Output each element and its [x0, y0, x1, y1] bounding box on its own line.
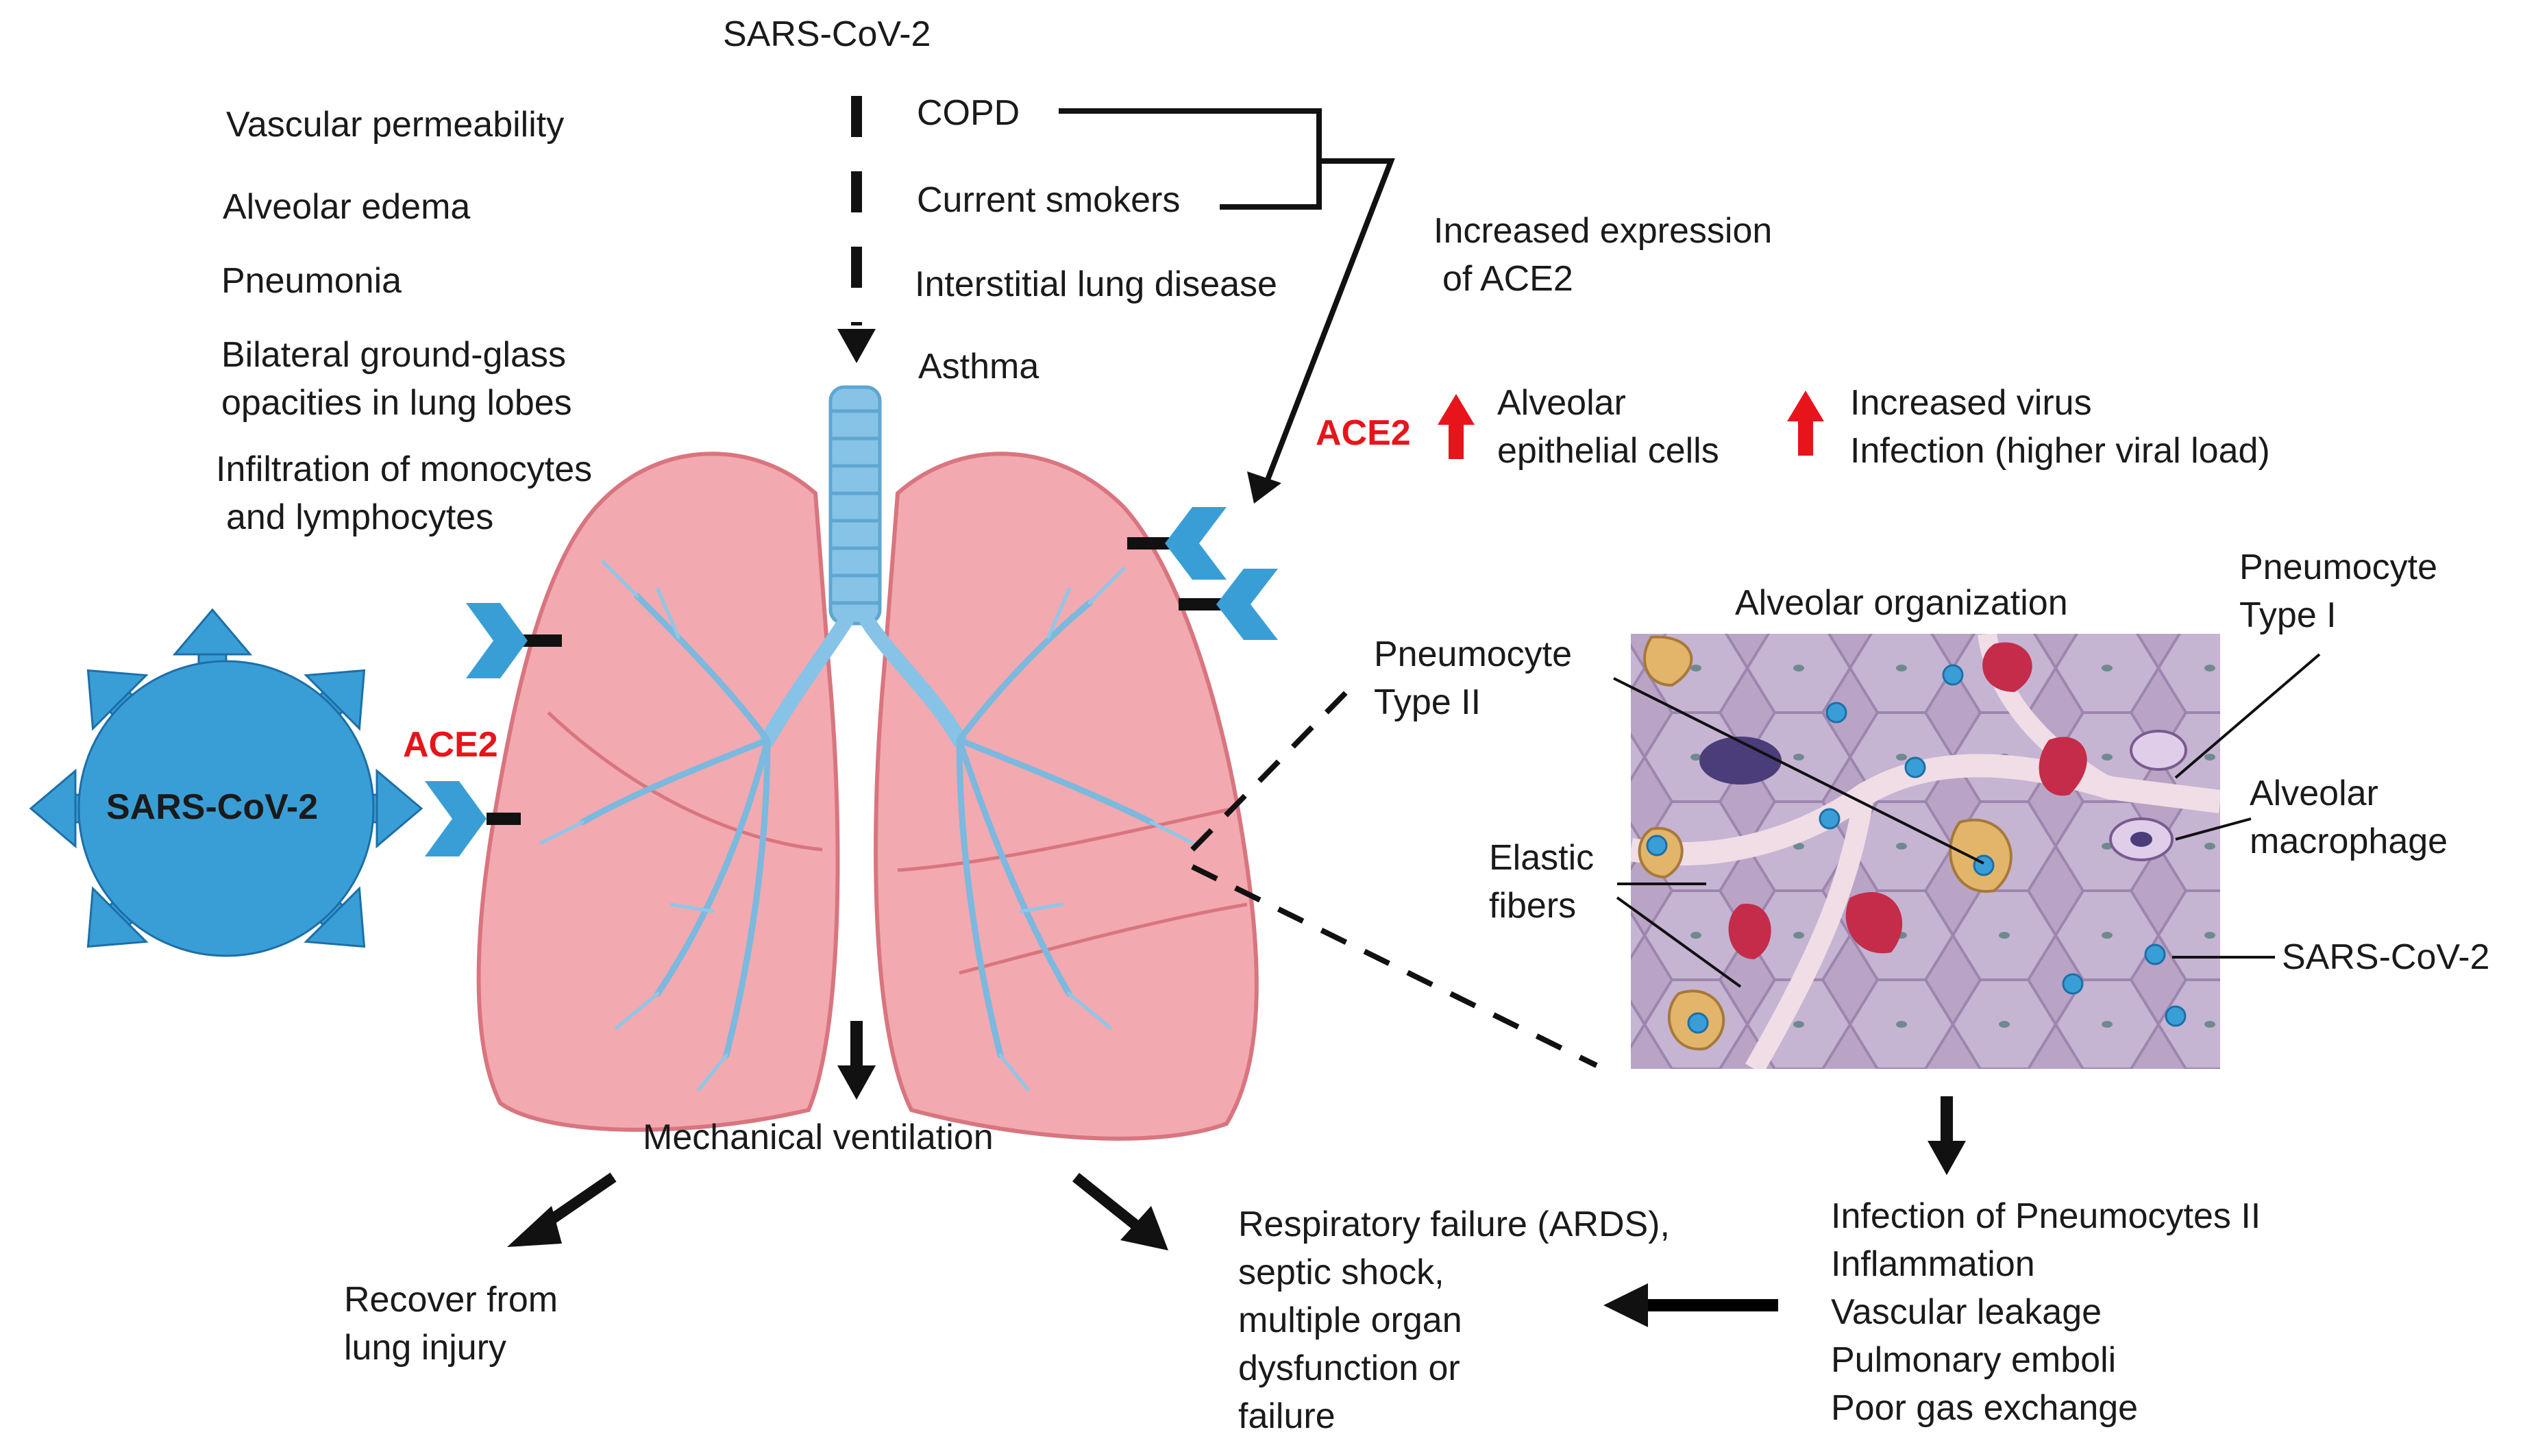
mechanical-ventilation-label: Mechanical ventilation: [643, 1118, 994, 1157]
elastic-fibers-line2: fibers: [1489, 886, 1577, 926]
viral-load-line2: Infection (higher viral load): [1850, 431, 2270, 471]
symptom-ground-glass-line1: Bilateral ground-glass: [221, 335, 566, 375]
viral-load-line1: Increased virus: [1850, 383, 2092, 423]
failure-line5: failure: [1238, 1396, 1336, 1436]
virus-entry-arrow: [837, 96, 876, 363]
ace2-receptors: [425, 507, 1278, 856]
recover-line2: lung injury: [344, 1328, 507, 1368]
pneumocyte-i-line1: Pneumocyte: [2239, 547, 2438, 587]
infection-effect-emboli: Pulmonary emboli: [1831, 1340, 2117, 1380]
lungs-illustration: [476, 385, 1259, 1141]
ace2-expression-line1: Increased expression: [1433, 211, 1773, 251]
virus-ace2-label: ACE2: [403, 725, 498, 765]
label-pointers: [1613, 653, 2321, 988]
comorbidity-smokers: Current smokers: [917, 180, 1181, 220]
flow-arrows: [837, 1021, 1966, 1175]
top-virus-label: SARS-CoV-2: [723, 14, 931, 54]
comorbidity-bracket: [1059, 108, 1395, 481]
ace2-effect-label: ACE2: [1316, 413, 1411, 453]
macrophage-line1: Alveolar: [2250, 774, 2378, 813]
failure-line3: multiple organ: [1238, 1300, 1462, 1340]
comorbidity-ild: Interstitial lung disease: [915, 264, 1277, 304]
virus-particle-label: SARS-CoV-2: [106, 787, 319, 827]
alveolar-virus-label: SARS-CoV-2: [2282, 937, 2490, 977]
symptom-alveolar-edema: Alveolar edema: [223, 187, 471, 227]
increase-arrows: [1438, 391, 1824, 459]
pneumocyte-ii-line2: Type II: [1374, 682, 1481, 722]
recover-line1: Recover from: [344, 1280, 558, 1320]
failure-line1: Respiratory failure (ARDS),: [1238, 1205, 1670, 1244]
alveolar-cells-line1: Alveolar: [1497, 383, 1626, 423]
infection-effect-gas-exchange: Poor gas exchange: [1831, 1388, 2139, 1428]
failure-line2: septic shock,: [1238, 1253, 1444, 1292]
ace2-expression-arrowhead: [1247, 471, 1281, 504]
infection-effect-inflammation: Inflammation: [1831, 1244, 2035, 1284]
ace2-expression-line2: of ACE2: [1442, 259, 1573, 299]
left-arrow: [1603, 1283, 1778, 1327]
comorbidity-asthma: Asthma: [918, 347, 1039, 386]
symptom-infiltration-line1: Infiltration of monocytes: [216, 449, 593, 489]
alveolar-illustration: [1631, 634, 2220, 1069]
symptom-vascular-permeability: Vascular permeability: [226, 105, 565, 145]
alveolar-title: Alveolar organization: [1735, 583, 2068, 623]
outcome-arrows: [507, 1172, 1168, 1250]
virus-particle: [29, 608, 423, 957]
infection-effect-pneumocytes: Infection of Pneumocytes II: [1831, 1196, 2261, 1236]
infection-effect-vascular-leakage: Vascular leakage: [1831, 1292, 2102, 1332]
symptom-pneumonia: Pneumonia: [221, 261, 402, 301]
pneumocyte-i-line2: Type I: [2239, 595, 2337, 635]
symptom-infiltration-line2: and lymphocytes: [226, 497, 494, 537]
elastic-fibers-line1: Elastic: [1489, 838, 1595, 878]
pneumocyte-ii-line1: Pneumocyte: [1374, 634, 1573, 674]
failure-line4: dysfunction or: [1238, 1348, 1460, 1388]
comorbidity-copd: COPD: [917, 93, 1020, 133]
macrophage-line2: macrophage: [2250, 822, 2448, 861]
symptom-ground-glass-line2: opacities in lung lobes: [221, 383, 572, 423]
alveolar-cells-line2: epithelial cells: [1497, 431, 1719, 471]
zoom-lines: [1190, 690, 1598, 1068]
